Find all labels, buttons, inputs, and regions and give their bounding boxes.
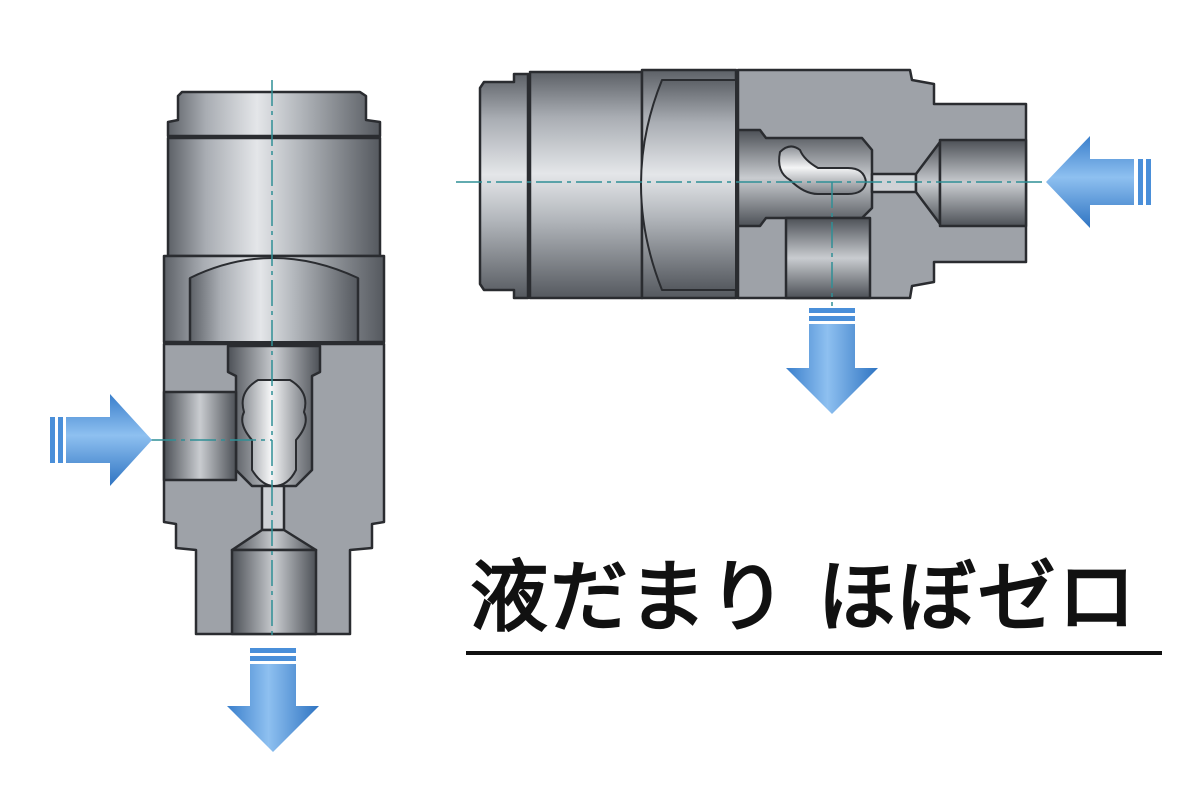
arrow-icon (786, 308, 878, 414)
vertical-fitting (162, 90, 386, 636)
horizontal-fitting (478, 68, 1028, 300)
arrow-icon (50, 394, 152, 486)
caption-heading: 液だまり ほぼゼロ (470, 553, 1138, 643)
arrow-icon (1046, 136, 1151, 228)
caption-underline (466, 651, 1162, 655)
centerlines (150, 80, 1050, 640)
arrow-icon (227, 648, 319, 752)
